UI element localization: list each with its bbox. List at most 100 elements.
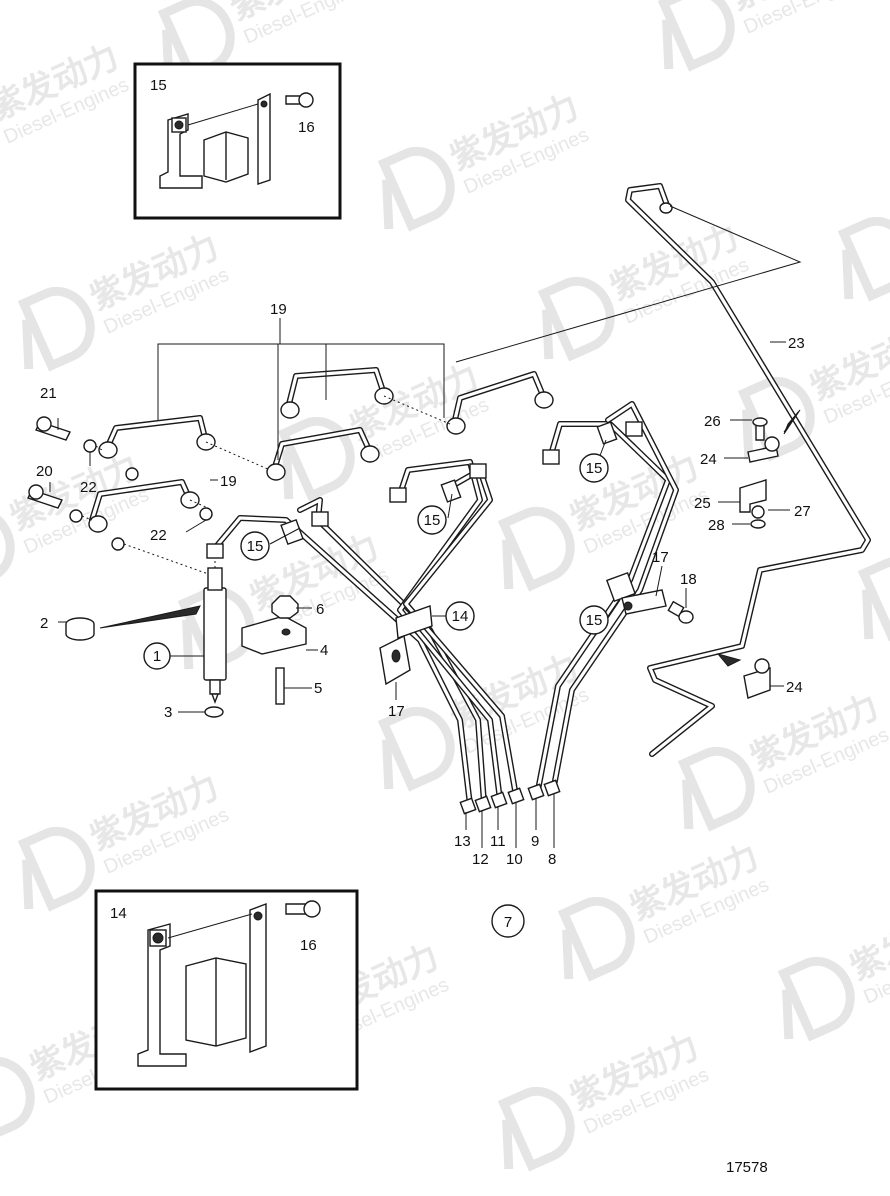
label-11: 11 — [490, 833, 506, 850]
clamp-plate — [249, 902, 267, 1054]
leader-lines — [49, 341, 790, 848]
washer-3 — [204, 706, 224, 718]
label-24b: 24 — [786, 679, 803, 696]
washer-22 — [125, 467, 139, 481]
label-1: 1 — [153, 648, 161, 665]
watermark-logo-icon — [857, 556, 890, 642]
label-10: 10 — [506, 851, 523, 868]
washer-22 — [199, 507, 213, 521]
pipe-nut — [474, 795, 492, 813]
label-16-top: 16 — [298, 119, 315, 136]
label-18: 18 — [680, 571, 697, 588]
arrow-icon — [716, 653, 742, 667]
label-26: 26 — [704, 413, 721, 430]
watermark-logo-icon — [377, 706, 455, 792]
pipe-nut — [542, 449, 560, 465]
label-2: 2 — [40, 615, 48, 632]
label-16-bottom: 16 — [300, 937, 317, 954]
pipe-nut — [625, 421, 643, 437]
pipe-clamp-15 — [440, 479, 462, 503]
label-14: 14 — [452, 608, 469, 625]
inset-title: 15 — [150, 77, 167, 94]
pipe-nut — [311, 511, 329, 527]
clamp-bracket — [137, 923, 187, 1067]
label-23: 23 — [788, 335, 805, 352]
washer-27 — [751, 505, 765, 519]
washer-22 — [69, 509, 83, 523]
watermark-logo-icon — [0, 506, 15, 592]
bracket-25 — [739, 479, 767, 513]
label-8: 8 — [548, 851, 556, 868]
label-19b: 19 — [220, 473, 237, 490]
pipe-nut — [543, 779, 561, 797]
label-3: 3 — [164, 704, 172, 721]
nut-hole-icon — [174, 120, 184, 130]
watermark-logo-icon — [497, 506, 575, 592]
label-15c: 15 — [586, 460, 603, 477]
pipe-nut — [206, 543, 224, 559]
pipe-clamp-14 — [395, 605, 433, 639]
label-24a: 24 — [700, 451, 717, 468]
watermark-logo-icon — [0, 1056, 35, 1142]
leak-off-pipes-19 — [88, 318, 554, 533]
watermark-logo-icon — [17, 826, 95, 912]
injector-pipe-bundle — [206, 401, 694, 815]
watermark-logo-icon — [677, 746, 755, 832]
label-15d: 15 — [586, 612, 603, 629]
label-15b: 15 — [424, 512, 441, 529]
pipe-nut — [469, 463, 487, 479]
washer-22 — [111, 537, 125, 551]
pipe-nut — [527, 783, 545, 801]
watermark-logo-icon — [777, 956, 855, 1042]
inset-clamp-14: 14 16 — [94, 889, 359, 1091]
label-25: 25 — [694, 495, 711, 512]
watermark-cn-text: 紫发动力 — [844, 897, 890, 989]
arrow-icon — [99, 605, 201, 629]
return-pipe-23 — [455, 183, 871, 757]
label-9: 9 — [531, 833, 539, 850]
clamp-plate — [257, 92, 271, 185]
label-12: 12 — [472, 851, 489, 868]
banjo-fitting — [659, 202, 673, 214]
pipe-nut — [490, 791, 508, 809]
label-27: 27 — [794, 503, 811, 520]
pipe-clamp-15 — [596, 421, 618, 445]
circled-labels: 1 14 15 15 15 15 7 — [143, 453, 609, 938]
label-21: 21 — [40, 385, 57, 402]
inset-title: 14 — [110, 905, 127, 922]
pipe-nut — [389, 487, 407, 503]
label-15a: 15 — [247, 538, 264, 555]
clamp-bracket — [159, 113, 203, 189]
label-17a: 17 — [388, 703, 405, 720]
washer-22 — [83, 439, 97, 453]
label-7: 7 — [504, 914, 512, 931]
watermark-logo-icon — [837, 216, 890, 302]
watermark-logo-icon — [657, 0, 735, 72]
label-4: 4 — [320, 642, 328, 659]
nut-6 — [271, 595, 299, 619]
pipe-nut — [507, 787, 525, 805]
label-22b: 22 — [150, 527, 167, 544]
bolt-head — [298, 92, 314, 108]
injector-1 — [203, 587, 227, 681]
watermark-logo-icon — [537, 276, 615, 362]
stud-5 — [275, 667, 285, 705]
label-19a: 19 — [270, 301, 287, 318]
watermark-logo-icon — [377, 146, 455, 232]
label-22a: 22 — [80, 479, 97, 496]
label-6: 6 — [316, 601, 324, 618]
callout-circle — [143, 642, 171, 670]
label-13: 13 — [454, 833, 471, 850]
label-20: 20 — [36, 463, 53, 480]
drawing-number: 17578 — [726, 1159, 768, 1176]
